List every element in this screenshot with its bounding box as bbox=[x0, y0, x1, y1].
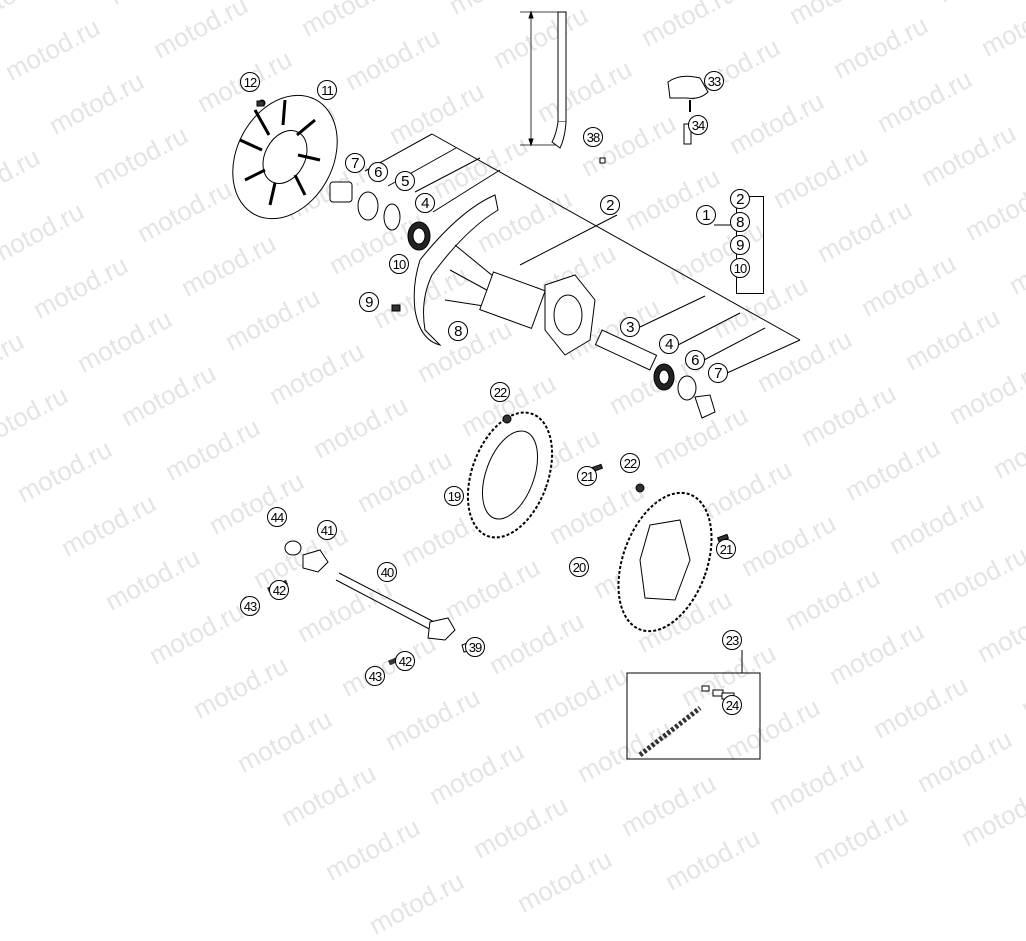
watermark-text: motod.ru bbox=[364, 865, 469, 941]
right-bearing-stack-drawing bbox=[594, 329, 716, 419]
callout-part-12[interactable]: 12 bbox=[240, 72, 260, 92]
callout-part-10[interactable]: 10 bbox=[730, 258, 750, 278]
sprocket-20-drawing bbox=[617, 483, 730, 633]
callout-part-5[interactable]: 5 bbox=[395, 171, 415, 191]
callout-part-7[interactable]: 7 bbox=[708, 363, 728, 383]
callout-part-11[interactable]: 11 bbox=[317, 80, 337, 100]
spoke-tool-drawing bbox=[520, 10, 567, 149]
callout-part-40[interactable]: 40 bbox=[377, 562, 397, 582]
callout-part-44[interactable]: 44 bbox=[267, 507, 287, 527]
watermark-text: motod.ru bbox=[956, 777, 1026, 853]
watermark-text: motod.ru bbox=[808, 799, 913, 875]
callout-part-22[interactable]: 22 bbox=[490, 382, 510, 402]
callout-part-3[interactable]: 3 bbox=[620, 317, 640, 337]
callout-part-21[interactable]: 21 bbox=[716, 539, 736, 559]
callout-part-21[interactable]: 21 bbox=[577, 466, 597, 486]
exploded-view-drawing bbox=[232, 10, 801, 760]
callout-part-43[interactable]: 43 bbox=[240, 596, 260, 616]
callout-part-6[interactable]: 6 bbox=[368, 162, 388, 182]
axle-and-adjusters-drawing bbox=[242, 540, 473, 676]
valve-parts-drawing bbox=[599, 75, 709, 164]
callout-part-42[interactable]: 42 bbox=[269, 580, 289, 600]
callout-part-22[interactable]: 22 bbox=[620, 453, 640, 473]
callout-part-41[interactable]: 41 bbox=[317, 520, 337, 540]
callout-part-9[interactable]: 9 bbox=[730, 235, 750, 255]
callout-part-2[interactable]: 2 bbox=[730, 189, 750, 209]
small-bolts-drawing bbox=[256, 100, 401, 312]
watermark-text: motod.ru bbox=[616, 767, 721, 843]
left-bearing-stack-drawing bbox=[329, 181, 431, 251]
callout-part-23[interactable]: 23 bbox=[722, 630, 742, 650]
callout-part-34[interactable]: 34 bbox=[688, 115, 708, 135]
callout-part-10[interactable]: 10 bbox=[389, 254, 409, 274]
callout-part-38[interactable]: 38 bbox=[583, 127, 603, 147]
callout-part-4[interactable]: 4 bbox=[659, 334, 679, 354]
callout-part-8[interactable]: 8 bbox=[730, 212, 750, 232]
callout-part-20[interactable]: 20 bbox=[569, 557, 589, 577]
callout-part-2[interactable]: 2 bbox=[600, 195, 620, 215]
callout-part-19[interactable]: 19 bbox=[444, 486, 464, 506]
callout-part-39[interactable]: 39 bbox=[465, 637, 485, 657]
brake-disc-drawing bbox=[232, 94, 338, 220]
callout-part-24[interactable]: 24 bbox=[722, 695, 742, 715]
watermark-text: motod.ru bbox=[320, 811, 425, 887]
callout-part-9[interactable]: 9 bbox=[359, 292, 379, 312]
callout-part-1[interactable]: 1 bbox=[696, 205, 716, 225]
sprocket-19-drawing bbox=[466, 411, 604, 539]
callout-part-42[interactable]: 42 bbox=[395, 651, 415, 671]
rim-and-hub-drawing bbox=[413, 194, 596, 356]
callout-part-6[interactable]: 6 bbox=[685, 350, 705, 370]
watermark-text: motod.ru bbox=[512, 843, 617, 919]
callout-part-8[interactable]: 8 bbox=[448, 321, 468, 341]
callout-part-4[interactable]: 4 bbox=[415, 193, 435, 213]
callout-part-33[interactable]: 33 bbox=[704, 71, 724, 91]
callout-part-43[interactable]: 43 bbox=[365, 666, 385, 686]
watermark-text: motod.ru bbox=[468, 789, 573, 865]
watermark-text: motod.ru bbox=[660, 821, 765, 897]
callout-part-7[interactable]: 7 bbox=[345, 153, 365, 173]
